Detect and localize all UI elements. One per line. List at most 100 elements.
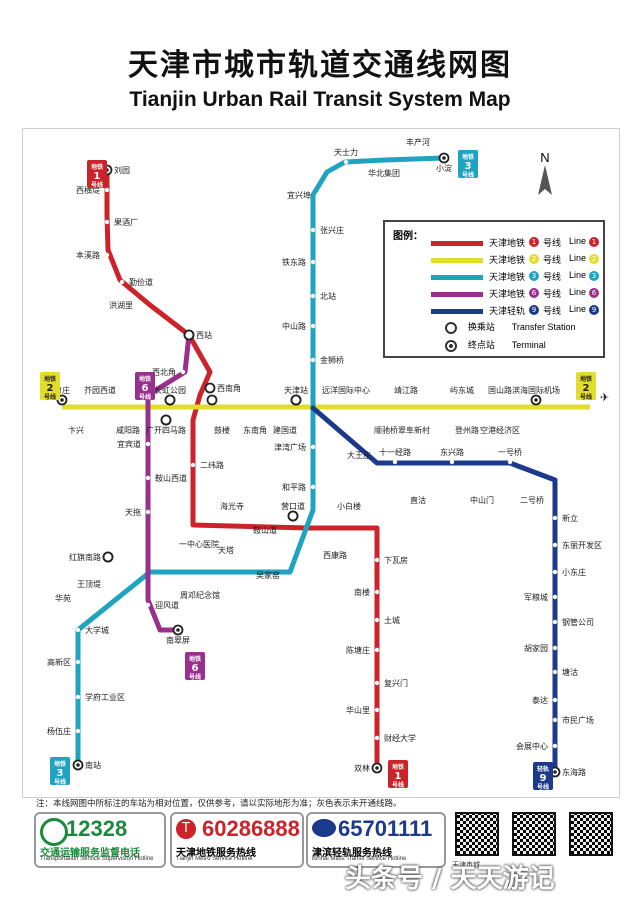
station-marker[interactable] xyxy=(497,417,503,423)
station-marker[interactable] xyxy=(381,180,387,186)
station-marker[interactable] xyxy=(206,394,218,406)
station-marker[interactable] xyxy=(180,369,186,375)
station-marker[interactable] xyxy=(204,382,216,394)
station-marker[interactable] xyxy=(262,537,268,543)
station-marker[interactable] xyxy=(337,452,343,458)
station-marker[interactable] xyxy=(75,728,81,734)
station-marker[interactable] xyxy=(374,735,380,741)
line-badge-bg xyxy=(458,150,478,178)
station-marker[interactable] xyxy=(449,459,455,465)
station-marker[interactable] xyxy=(552,542,558,548)
station-marker[interactable] xyxy=(75,627,81,633)
qr-code-3[interactable] xyxy=(569,812,613,856)
compass: N xyxy=(530,150,560,200)
hotline-binhai-zh: 津滨轻轨服务热线 xyxy=(312,848,392,859)
station-marker[interactable] xyxy=(229,513,235,519)
station-marker[interactable] xyxy=(145,475,151,481)
station-marker[interactable] xyxy=(169,541,175,547)
station-marker[interactable] xyxy=(252,417,258,423)
station-marker[interactable] xyxy=(415,487,421,493)
station-marker[interactable] xyxy=(310,484,316,490)
station-marker[interactable] xyxy=(313,552,319,558)
station-marker[interactable] xyxy=(197,582,203,588)
station-marker[interactable] xyxy=(310,259,316,265)
station-marker[interactable] xyxy=(415,149,421,155)
station-marker[interactable] xyxy=(104,187,110,193)
station-marker[interactable] xyxy=(552,594,558,600)
station-marker[interactable] xyxy=(374,617,380,623)
station-marker[interactable] xyxy=(75,694,81,700)
station-marker[interactable] xyxy=(287,510,299,522)
station-marker[interactable] xyxy=(374,680,380,686)
station-marker[interactable] xyxy=(290,394,302,406)
station-marker[interactable] xyxy=(164,394,176,406)
station-marker[interactable] xyxy=(374,557,380,563)
station-marker[interactable] xyxy=(75,595,81,601)
qr-code-2[interactable] xyxy=(512,812,556,856)
station-marker[interactable] xyxy=(219,417,225,423)
station-marker[interactable] xyxy=(105,581,111,587)
station-marker[interactable] xyxy=(479,487,485,493)
station-marker[interactable] xyxy=(145,441,151,447)
station-marker[interactable] xyxy=(383,417,389,423)
station-marker[interactable] xyxy=(104,219,110,225)
station-marker[interactable] xyxy=(459,397,465,403)
legend-line-en: Line xyxy=(569,236,587,246)
station-marker[interactable] xyxy=(552,743,558,749)
station-marker[interactable] xyxy=(104,252,110,258)
line-badge-num: 6 xyxy=(142,383,149,394)
station-marker[interactable] xyxy=(552,697,558,703)
station-marker[interactable] xyxy=(75,659,81,665)
station-marker[interactable] xyxy=(374,647,380,653)
station-marker[interactable] xyxy=(374,707,380,713)
station-marker[interactable] xyxy=(145,602,151,608)
station-marker[interactable] xyxy=(552,569,558,575)
station-marker[interactable] xyxy=(392,459,398,465)
station-marker[interactable] xyxy=(552,645,558,651)
station-marker[interactable] xyxy=(529,487,535,493)
station-marker[interactable] xyxy=(552,717,558,723)
station-marker[interactable] xyxy=(125,417,131,423)
station-marker[interactable] xyxy=(310,357,316,363)
terminal-station-icon xyxy=(445,339,457,352)
station-marker[interactable] xyxy=(552,619,558,625)
qr-code-1[interactable] xyxy=(455,812,499,856)
legend-swatch xyxy=(431,309,483,314)
station-marker[interactable] xyxy=(497,397,503,403)
station-label: 大王庄 xyxy=(347,450,371,460)
station-marker[interactable] xyxy=(223,557,229,563)
station-marker[interactable] xyxy=(310,323,316,329)
station-marker[interactable] xyxy=(315,192,321,198)
station-marker[interactable] xyxy=(73,417,79,423)
station-marker[interactable] xyxy=(310,293,316,299)
station-label: 市民广场 xyxy=(562,715,594,725)
station-marker[interactable] xyxy=(374,589,380,595)
station-marker[interactable] xyxy=(464,417,470,423)
station-marker[interactable] xyxy=(552,515,558,521)
station-marker[interactable] xyxy=(119,279,125,285)
line-badge-top: 轻轨 xyxy=(537,765,549,773)
station-marker[interactable] xyxy=(343,397,349,403)
station-marker[interactable] xyxy=(552,669,558,675)
station-marker[interactable] xyxy=(160,414,172,426)
station-marker[interactable] xyxy=(310,227,316,233)
hotline-metro-number: 60286888 xyxy=(202,816,300,841)
station-marker[interactable] xyxy=(346,513,352,519)
station-marker[interactable] xyxy=(183,329,195,341)
station-marker[interactable] xyxy=(343,159,349,165)
station-marker[interactable] xyxy=(265,582,271,588)
station-marker[interactable] xyxy=(507,459,513,465)
station-marker[interactable] xyxy=(190,462,196,468)
station-marker[interactable] xyxy=(97,397,103,403)
station-marker[interactable] xyxy=(145,509,151,515)
station-marker[interactable] xyxy=(403,397,409,403)
station-marker[interactable] xyxy=(102,551,114,563)
station-marker[interactable] xyxy=(137,302,143,308)
station-marker[interactable] xyxy=(282,417,288,423)
station-marker[interactable] xyxy=(411,417,417,423)
station-label: 西北角 xyxy=(152,367,176,377)
station-label: 泰达 xyxy=(532,695,548,705)
station-marker[interactable] xyxy=(310,444,316,450)
